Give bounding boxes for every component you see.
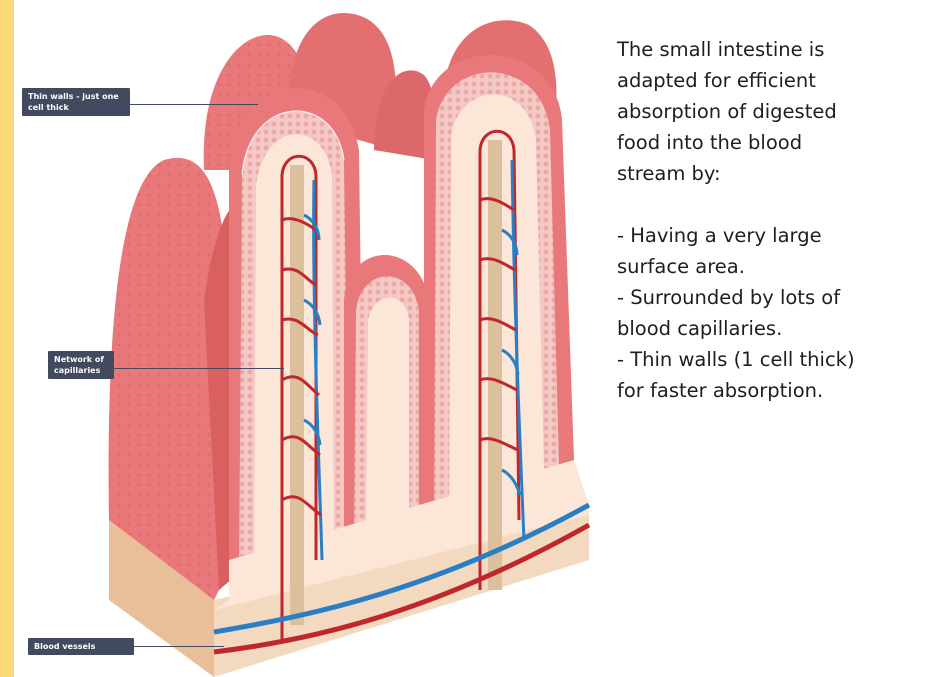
leader-capillaries — [114, 368, 284, 369]
leader-blood-vessels — [134, 646, 224, 647]
explanation-point: - Having a very large surface area. — [617, 220, 922, 282]
label-thin-walls: Thin walls - just one cell thick — [22, 88, 130, 116]
leader-thin-walls — [128, 104, 258, 105]
explanation-panel: The small intestine is adapted for effic… — [617, 34, 922, 406]
explanation-point: - Surrounded by lots of blood capillarie… — [617, 282, 922, 344]
left-accent-strip — [0, 0, 14, 677]
explanation-intro: The small intestine is adapted for effic… — [617, 34, 922, 189]
explanation-point: - Thin walls (1 cell thick) for faster a… — [617, 344, 922, 406]
label-capillaries: Network of capillaries — [48, 351, 114, 379]
valley-core — [366, 298, 409, 531]
lacteal-left — [290, 165, 304, 625]
label-blood-vessels: Blood vessels — [28, 638, 134, 655]
lacteal-right — [488, 140, 502, 590]
